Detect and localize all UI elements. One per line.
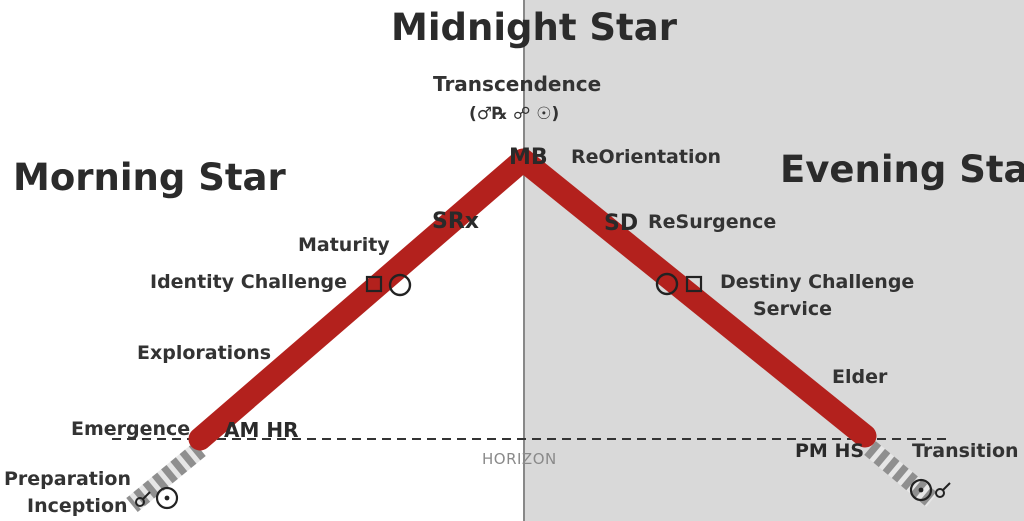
transition-sun-icon	[909, 478, 933, 502]
elder-label: Elder	[832, 366, 888, 388]
stripe-left-dashes	[126, 442, 206, 512]
evening-panel	[524, 0, 1024, 521]
transition-label: Transition	[912, 440, 1019, 462]
mb-marker: MB	[509, 145, 548, 170]
inception-conjunction-icon	[135, 491, 151, 507]
midnight-star-title: Midnight Star	[391, 6, 677, 49]
transcendence-glyphs: (♂℞ ☍ ☉)	[469, 104, 560, 124]
reorientation-label: ReOrientation	[571, 146, 722, 168]
pm-hs-marker: PM HS	[795, 440, 865, 462]
destiny-square-icon	[685, 275, 703, 293]
identity-square-icon	[365, 275, 383, 293]
destiny-challenge-label: Destiny Challenge	[720, 271, 915, 293]
inception-sun-icon	[155, 486, 179, 510]
explorations-label: Explorations	[137, 342, 272, 364]
life-arc	[188, 148, 877, 451]
evening-star-title: Evening Star	[780, 148, 1024, 191]
horizon-label: HORIZON	[482, 450, 557, 468]
destiny-sun-icon	[655, 272, 679, 296]
stripe-right-dashes	[864, 441, 938, 507]
transcendence-label: Transcendence	[433, 72, 602, 96]
am-hr-marker: AM HR	[224, 418, 299, 442]
resurgence-label: ReSurgence	[648, 211, 777, 233]
emergence-label: Emergence	[71, 418, 191, 440]
identity-sun-icon	[388, 273, 412, 297]
preparation-label: Preparation	[4, 468, 131, 490]
transition-conjunction-icon	[935, 482, 951, 498]
inception-label: Inception	[27, 495, 128, 517]
maturity-label: Maturity	[298, 234, 390, 256]
morning-star-title: Morning Star	[13, 156, 286, 199]
srx-marker: SRx	[432, 209, 479, 234]
service-label: Service	[753, 298, 832, 320]
sd-marker: SD	[604, 211, 639, 236]
identity-challenge-label: Identity Challenge	[150, 271, 347, 293]
